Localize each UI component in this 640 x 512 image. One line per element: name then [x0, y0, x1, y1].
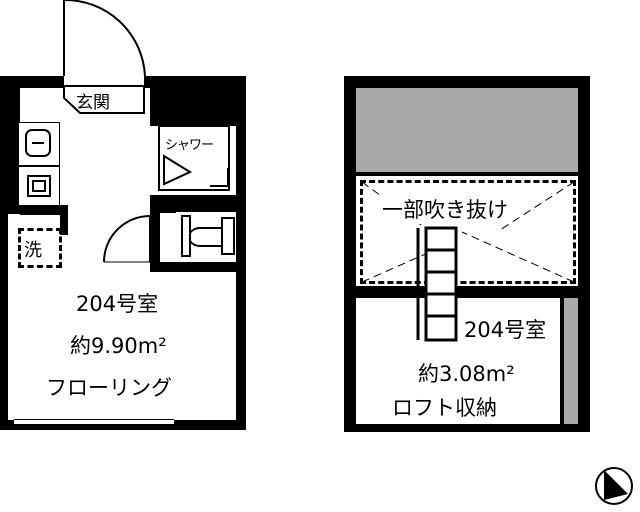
loft-top-wall [344, 76, 590, 88]
right-wall [236, 76, 246, 424]
bath-divider [150, 195, 236, 213]
top-wall-right [144, 76, 244, 88]
void-label: 一部吹き抜け [380, 194, 510, 224]
loft-bottom-wall [344, 424, 590, 432]
loft-right-wall [578, 76, 590, 428]
loft-side-strip [564, 298, 578, 424]
shower [158, 125, 230, 191]
left-wall-upper [0, 76, 20, 214]
void-bottom-wall [356, 286, 578, 298]
loft-room-type: ロフト収納 [392, 396, 497, 420]
stair-core-wall [150, 88, 236, 126]
loft-room-area: 約3.08m² [418, 362, 515, 386]
bath-left-wall [150, 212, 160, 270]
shower-label: シャワー [165, 138, 214, 153]
void-area [360, 180, 576, 284]
window-bottom [14, 419, 174, 425]
loft-ceiling-edge [356, 172, 578, 176]
room-area: 約9.90m² [70, 334, 167, 358]
stove [18, 166, 60, 206]
loft-side-strip-edge [560, 298, 564, 424]
loft-room-name: 204号室 [464, 318, 547, 342]
room-name: 204号室 [76, 292, 159, 316]
room-floor-type: フローリング [46, 376, 172, 400]
loft-ceiling-area [356, 88, 578, 174]
bath-bottom-wall [150, 262, 236, 272]
washer-space [18, 228, 62, 268]
entrance-label: 玄関 [76, 93, 110, 113]
left-wall-lower [0, 214, 8, 424]
sink-counter-wall [20, 205, 65, 215]
loft-left-wall [344, 76, 356, 428]
bottom-wall [0, 420, 246, 430]
washer-label: 洗 [24, 240, 42, 261]
washer-wall [60, 205, 68, 235]
